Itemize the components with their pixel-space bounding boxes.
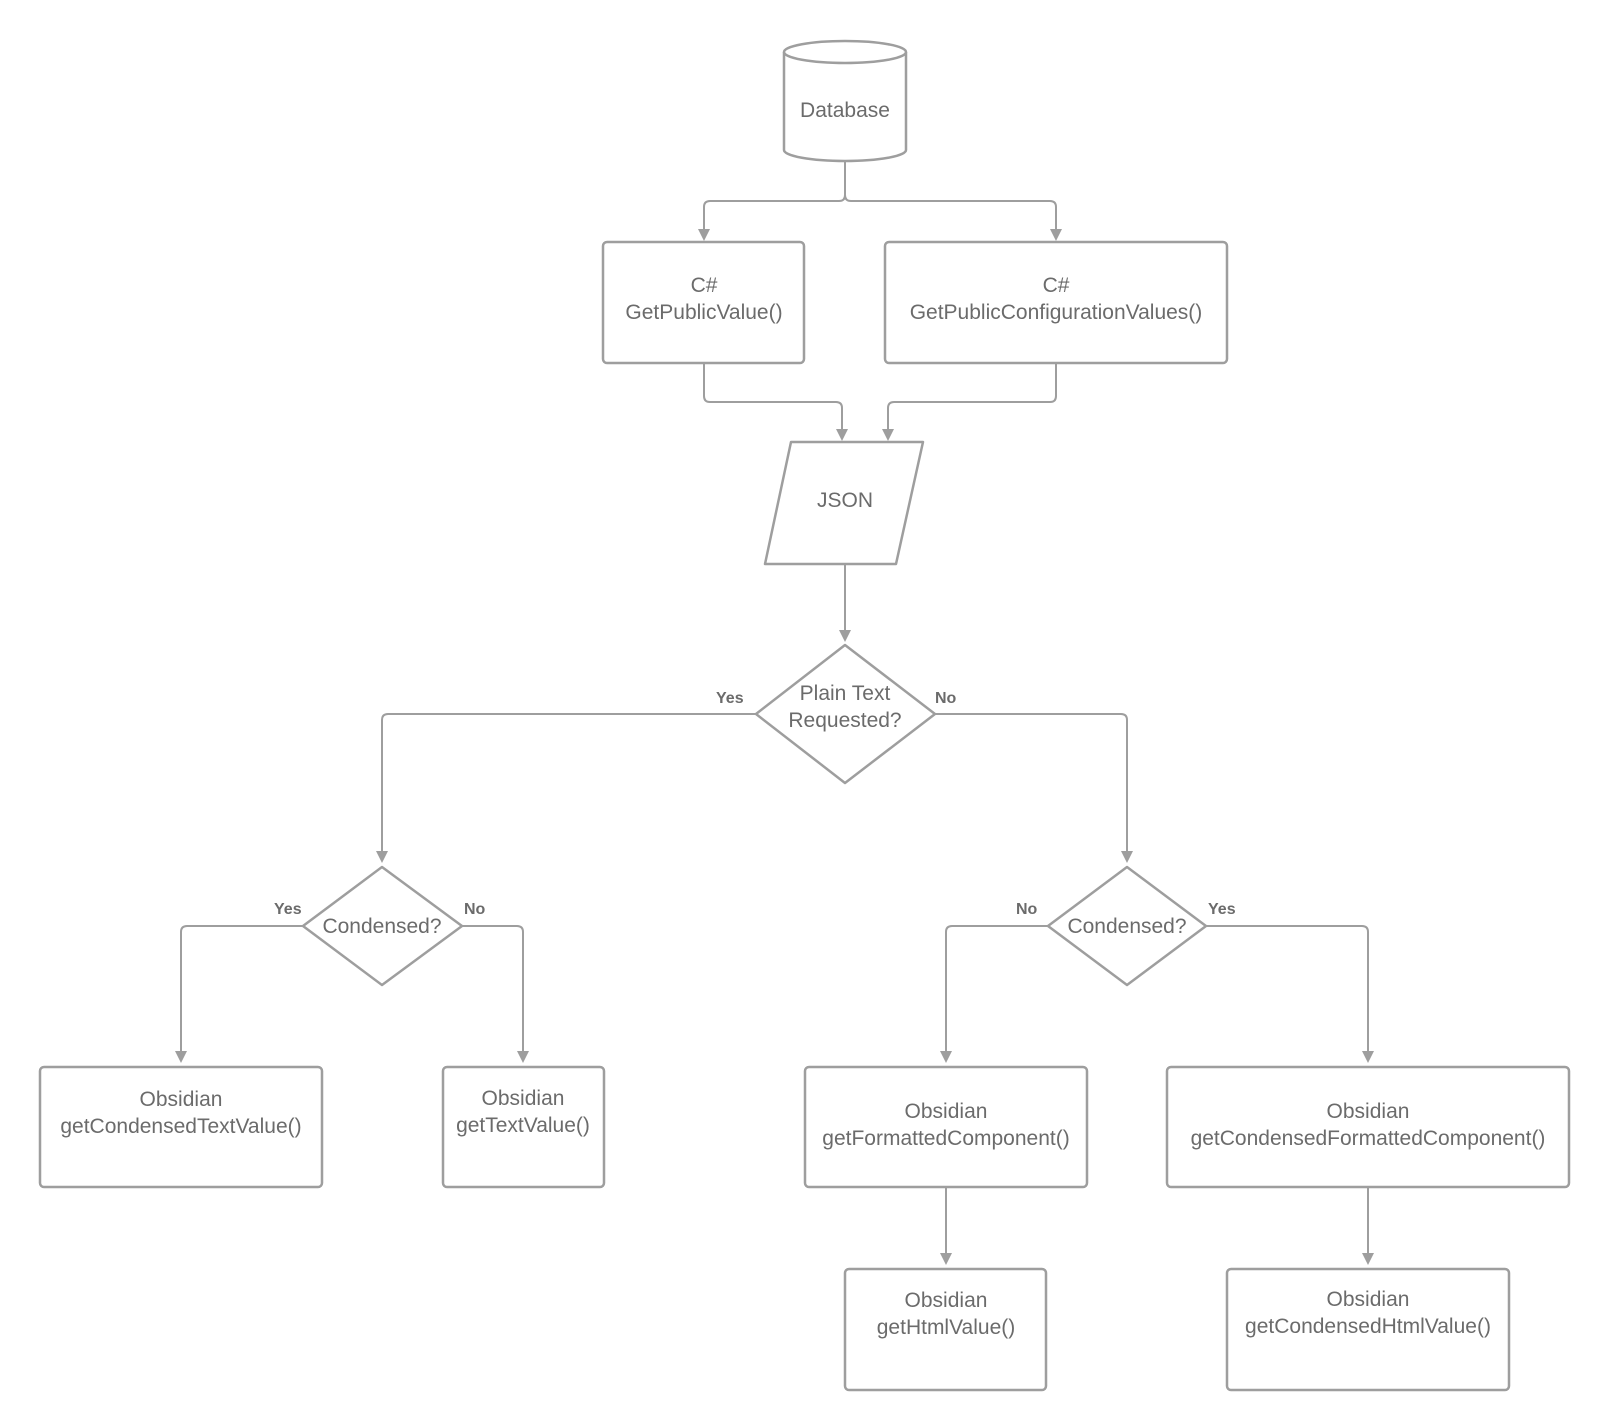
html-value-line-1: Obsidian — [905, 1289, 988, 1312]
getpublicvalue-node: C# GetPublicValue() — [601, 240, 806, 365]
condensed-html-value-line-1: Obsidian — [1327, 1288, 1410, 1311]
condensed-html-value-node: Obsidian getCondensedHtmlValue() — [1225, 1267, 1511, 1392]
condensed-text-value-line-1: Obsidian — [140, 1088, 223, 1111]
plain-text-decision-node: Plain Text Requested? — [754, 643, 937, 785]
getpublicvalue-line-1: C# — [691, 274, 718, 297]
condensed-right-label: Condensed? — [1067, 915, 1186, 938]
edge-label-right-no: No — [1016, 901, 1038, 918]
edges — [175, 162, 1374, 1265]
condensed-html-value-line-2: getCondensedHtmlValue() — [1245, 1315, 1491, 1338]
html-value-node: Obsidian getHtmlValue() — [843, 1267, 1048, 1392]
edge-label-right-yes: Yes — [1208, 901, 1236, 918]
edge-right-yes-to-condensed-formatted-component — [1206, 925, 1374, 1063]
database-icon — [782, 52, 908, 163]
condensed-right-decision-node: Condensed? — [1046, 865, 1208, 987]
formatted-component-line-1: Obsidian — [905, 1100, 988, 1123]
getpublicvalue-line-2: GetPublicValue() — [625, 301, 782, 324]
edge-database-to-getpublicvalue — [698, 162, 846, 241]
edge-label-left-no: No — [464, 901, 486, 918]
edge-label-plain-yes: Yes — [716, 690, 744, 707]
edge-right-no-to-formatted-component — [940, 925, 1048, 1063]
formatted-component-node: Obsidian getFormattedComponent() — [803, 1065, 1089, 1189]
formatted-component-line-2: getFormattedComponent() — [822, 1127, 1069, 1150]
condensed-left-label: Condensed? — [322, 915, 441, 938]
json-node: JSON — [763, 440, 925, 566]
json-label: JSON — [817, 489, 873, 512]
edge-label-left-yes: Yes — [274, 901, 302, 918]
getpublicconfigurationvalues-line-2: GetPublicConfigurationValues() — [910, 301, 1203, 324]
edge-left-no-to-text-value — [462, 925, 529, 1063]
condensed-text-value-node: Obsidian getCondensedTextValue() — [38, 1065, 324, 1189]
database-label: Database — [800, 99, 890, 122]
text-value-line-2: getTextValue() — [456, 1114, 590, 1137]
html-value-line-2: getHtmlValue() — [877, 1316, 1016, 1339]
edge-database-to-getpublicconfigurationvalues — [844, 194, 1062, 241]
edge-left-yes-to-condensed-text — [175, 925, 303, 1063]
text-value-node: Obsidian getTextValue() — [441, 1065, 606, 1189]
edge-label-plain-no: No — [935, 690, 957, 707]
condensed-formatted-component-line-1: Obsidian — [1327, 1100, 1410, 1123]
edge-getpublicvalue-to-json — [703, 363, 848, 441]
getpublicconfigurationvalues-line-1: C# — [1043, 274, 1070, 297]
edge-plain-no-to-condensed-right — [935, 713, 1133, 863]
text-value-line-1: Obsidian — [482, 1087, 565, 1110]
condensed-text-value-line-2: getCondensedTextValue() — [60, 1115, 301, 1138]
database-top — [782, 39, 908, 65]
condensed-formatted-component-line-2: getCondensedFormattedComponent() — [1191, 1127, 1546, 1150]
edge-labels: Yes No Yes No No Yes — [274, 690, 1236, 918]
getpublicconfigurationvalues-node: C# GetPublicConfigurationValues() — [883, 240, 1229, 365]
condensed-left-decision-node: Condensed? — [301, 865, 464, 987]
database-node: Database — [782, 39, 908, 163]
plain-text-decision-line-1: Plain Text — [800, 682, 891, 705]
edge-plain-yes-to-condensed-left — [376, 713, 756, 863]
plain-text-decision-line-2: Requested? — [788, 709, 901, 732]
edge-getpublicconfigurationvalues-to-json — [882, 363, 1057, 441]
condensed-formatted-component-node: Obsidian getCondensedFormattedComponent(… — [1165, 1065, 1571, 1189]
